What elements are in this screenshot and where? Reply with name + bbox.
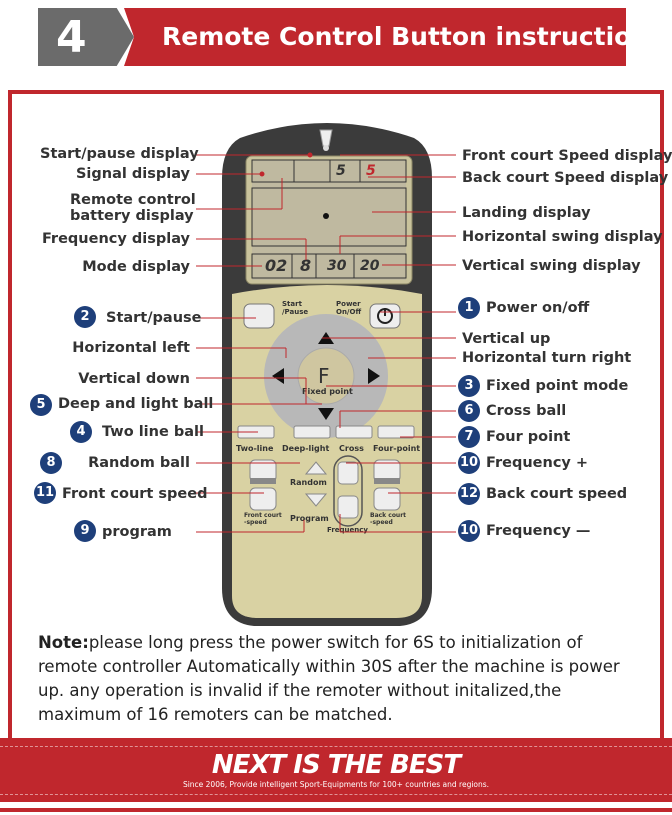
start-pause-button-label: Start /Pause	[282, 300, 309, 316]
cross-button-label: Cross	[339, 444, 364, 453]
label-frequency-plus: Frequency +	[486, 455, 589, 471]
fixed-point-button-label: Fixed point	[302, 387, 353, 396]
label-two-line: Two line ball	[102, 424, 204, 440]
brand-tagline: Since 2006, Provide intelligent Sport-Eq…	[182, 780, 490, 789]
frequency-button-label: Frequency	[327, 526, 368, 534]
brand-slogan: NEXT IS THE BEST	[211, 750, 461, 780]
badge-7: 7	[458, 426, 480, 448]
four-point-button-label: Four-point	[373, 444, 421, 453]
note-lead: Note:	[38, 633, 89, 652]
program-button-label: Program	[290, 514, 329, 523]
section-number: 4	[56, 12, 87, 63]
two-line-button-label: Two-line	[236, 444, 274, 453]
page-title: Remote Control Button instructions	[162, 22, 665, 51]
label-deep-light: Deep and light ball	[58, 396, 214, 412]
badge-6: 6	[458, 400, 480, 422]
badge-2: 2	[74, 306, 96, 328]
badge-10-plus: 10	[458, 452, 480, 474]
lcd-back-speed-value: 5	[366, 163, 376, 179]
label-start-pause: Start/pause	[106, 310, 202, 326]
deep-light-button-label: Deep-light	[282, 444, 330, 453]
label-random: Random ball	[88, 455, 190, 471]
power-button-label: Power On/Off	[336, 300, 362, 316]
label-mode-display: Mode display	[82, 259, 190, 275]
label-power: Power on/off	[486, 300, 590, 316]
note-paragraph: Note:please long press the power switch …	[38, 631, 638, 727]
back-speed-button-label: Back court -speed	[370, 512, 407, 526]
label-back-speed-display: Back court Speed display	[462, 170, 669, 186]
lcd-vswing-value: 20	[360, 258, 380, 274]
label-signal-display: Signal display	[75, 166, 190, 182]
label-front-speed-display: Front court Speed display	[462, 148, 672, 164]
label-landing-display: Landing display	[462, 205, 591, 221]
fixed-point-button-f[interactable]: F	[318, 364, 330, 388]
lcd-frequency-value: 8	[300, 256, 312, 275]
random-button-label: Random	[290, 478, 327, 487]
label-frequency-display: Frequency display	[41, 231, 190, 247]
badge-1: 1	[458, 297, 480, 319]
badge-3: 3	[458, 375, 480, 397]
title-bar	[124, 8, 626, 66]
badge-10-minus: 10	[458, 520, 480, 542]
badge-4: 4	[70, 421, 92, 443]
front-speed-button-label: Front court -speed	[244, 512, 282, 526]
lcd-front-speed-value: 5	[336, 163, 346, 179]
footer-banner: NEXT IS THE BEST Since 2006, Provide int…	[0, 738, 672, 802]
label-fixed-point: Fixed point mode	[486, 378, 629, 394]
label-frequency-minus: Frequency —	[486, 523, 591, 539]
label-four-point: Four point	[486, 429, 571, 445]
label-horizontal-left: Horizontal left	[72, 340, 190, 356]
badge-11: 11	[34, 482, 56, 504]
label-program: program	[102, 524, 172, 540]
lcd-mode-value: 02	[265, 256, 288, 275]
label-vswing-display: Vertical swing display	[462, 258, 641, 274]
label-vertical-up: Vertical up	[462, 331, 551, 347]
section-number-box	[38, 8, 134, 66]
label-back-speed: Back court speed	[486, 486, 628, 502]
label-start-pause-display: Start/pause display	[40, 146, 199, 162]
section-header: 4 Remote Control Button instructions	[0, 0, 672, 72]
badge-12: 12	[458, 483, 480, 505]
bottom-rule	[0, 808, 672, 812]
remote-control-illustration	[222, 123, 432, 626]
label-front-speed: Front court speed	[62, 486, 208, 502]
label-cross: Cross ball	[486, 403, 567, 419]
footer-divider-top	[0, 746, 672, 747]
label-battery-display: Remote control battery display	[70, 192, 196, 224]
note-text: please long press the power switch for 6…	[38, 633, 620, 724]
badge-9: 9	[74, 520, 96, 542]
label-vertical-down: Vertical down	[78, 371, 190, 387]
label-hswing-display: Horizontal swing display	[462, 229, 663, 245]
badge-8: 8	[40, 452, 62, 474]
footer-divider-bottom	[0, 794, 672, 795]
lcd-hswing-value: 30	[327, 258, 347, 274]
label-horizontal-right: Horizontal turn right	[462, 350, 632, 366]
badge-5: 5	[30, 394, 52, 416]
